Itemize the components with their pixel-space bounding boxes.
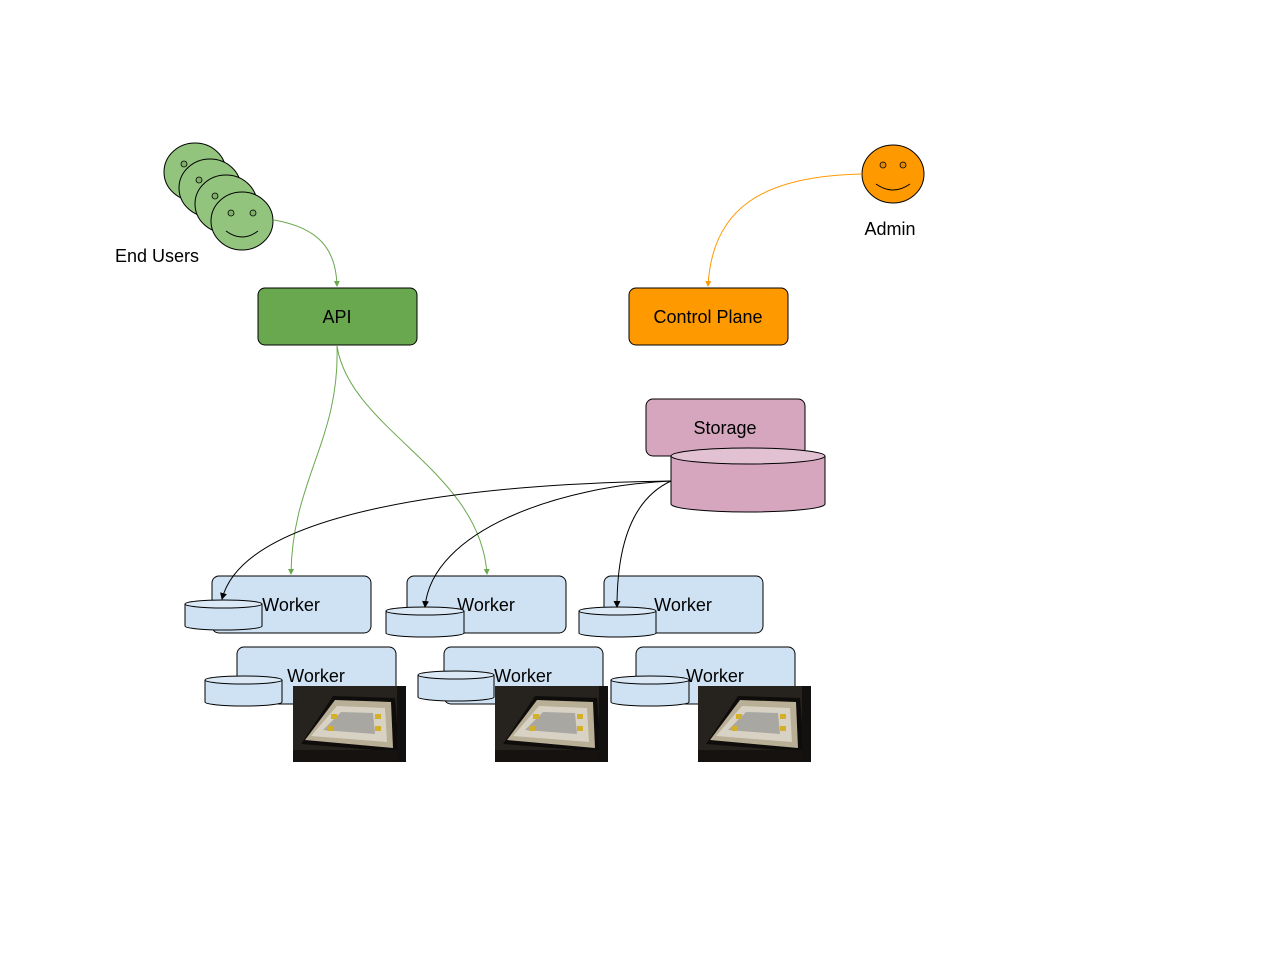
- admin-to-control-plane-arrow: [705, 173, 863, 287]
- chip-photo-1: [293, 686, 406, 762]
- chip-photo-2: [495, 686, 608, 762]
- worker-label: Worker: [262, 595, 320, 615]
- admin-label: Admin: [864, 219, 915, 239]
- users-to-api-arrow: [273, 219, 340, 287]
- disk-cylinder-icon: [610, 675, 690, 707]
- storage-database-cylinder-icon: [670, 447, 826, 513]
- admin-smiley-icon: [861, 144, 925, 204]
- disk-cylinder-icon: [578, 606, 657, 638]
- api-to-worker-1-arrow: [288, 345, 338, 575]
- api-node: API: [257, 287, 418, 346]
- control-plane-label: Control Plane: [653, 307, 762, 327]
- api-to-worker-2-arrow: [336, 345, 490, 575]
- disk-cylinder-icon: [385, 606, 465, 638]
- worker-node-2: Worker: [385, 575, 567, 638]
- storage-node: Storage: [645, 398, 806, 457]
- disk-cylinder-icon: [184, 599, 263, 631]
- storage-to-worker-2-disk-arrow: [422, 480, 672, 608]
- end-users-label: End Users: [115, 246, 199, 266]
- worker-label: Worker: [686, 666, 744, 686]
- control-plane-node: Control Plane: [628, 287, 789, 346]
- end-users-group: [163, 142, 274, 251]
- storage-to-worker-3-disk-arrow: [613, 480, 672, 608]
- worker-label: Worker: [287, 666, 345, 686]
- disk-cylinder-icon: [204, 675, 283, 707]
- storage-label: Storage: [693, 418, 756, 438]
- chip-photo-3: [698, 686, 811, 762]
- disk-cylinder-icon: [417, 670, 495, 702]
- end-user-smiley-icon: [210, 191, 274, 251]
- worker-label: Worker: [654, 595, 712, 615]
- worker-label: Worker: [494, 666, 552, 686]
- worker-node-3: Worker: [578, 575, 764, 638]
- api-label: API: [322, 307, 351, 327]
- worker-node-1: Worker: [184, 575, 372, 634]
- storage-to-worker-1-disk-arrow: [220, 480, 672, 600]
- worker-label: Worker: [457, 595, 515, 615]
